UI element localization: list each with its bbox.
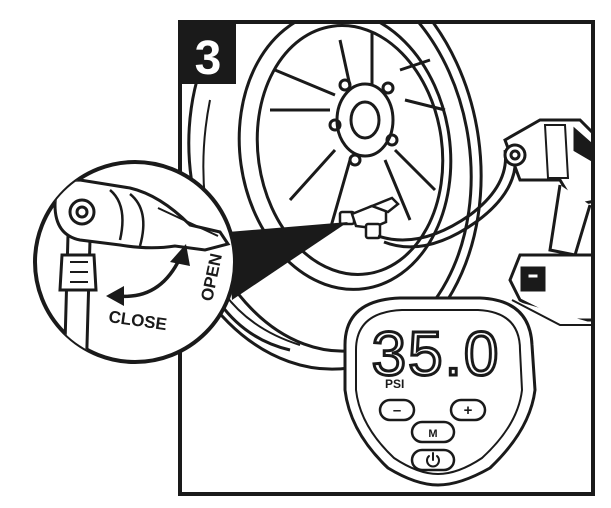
inflator-tool [503,118,591,326]
arrowhead-open [170,244,190,266]
svg-text:+: + [464,402,473,419]
valve-chuck [338,196,400,240]
wheel-rim [237,24,453,291]
svg-text:M: M [428,428,437,440]
magnified-callout: OPEN CLOSE [33,160,237,364]
control-panel: 35.0 PSI – + M [343,296,537,487]
power-button[interactable] [410,448,456,472]
svg-text:–: – [393,402,401,419]
plus-button[interactable]: + [449,398,487,422]
pressure-unit: PSI [385,377,404,391]
open-close-arrow [117,257,182,299]
pressure-readout: 35.0 [372,320,501,389]
callout-pointer [228,222,348,300]
power-icon [426,452,440,468]
step-number: 3 [195,32,222,85]
mode-button[interactable]: M [410,420,456,444]
minus-button[interactable]: – [378,398,416,422]
step-badge: 3 [180,22,236,85]
arrowhead-close [106,286,124,306]
air-hose [377,149,518,249]
